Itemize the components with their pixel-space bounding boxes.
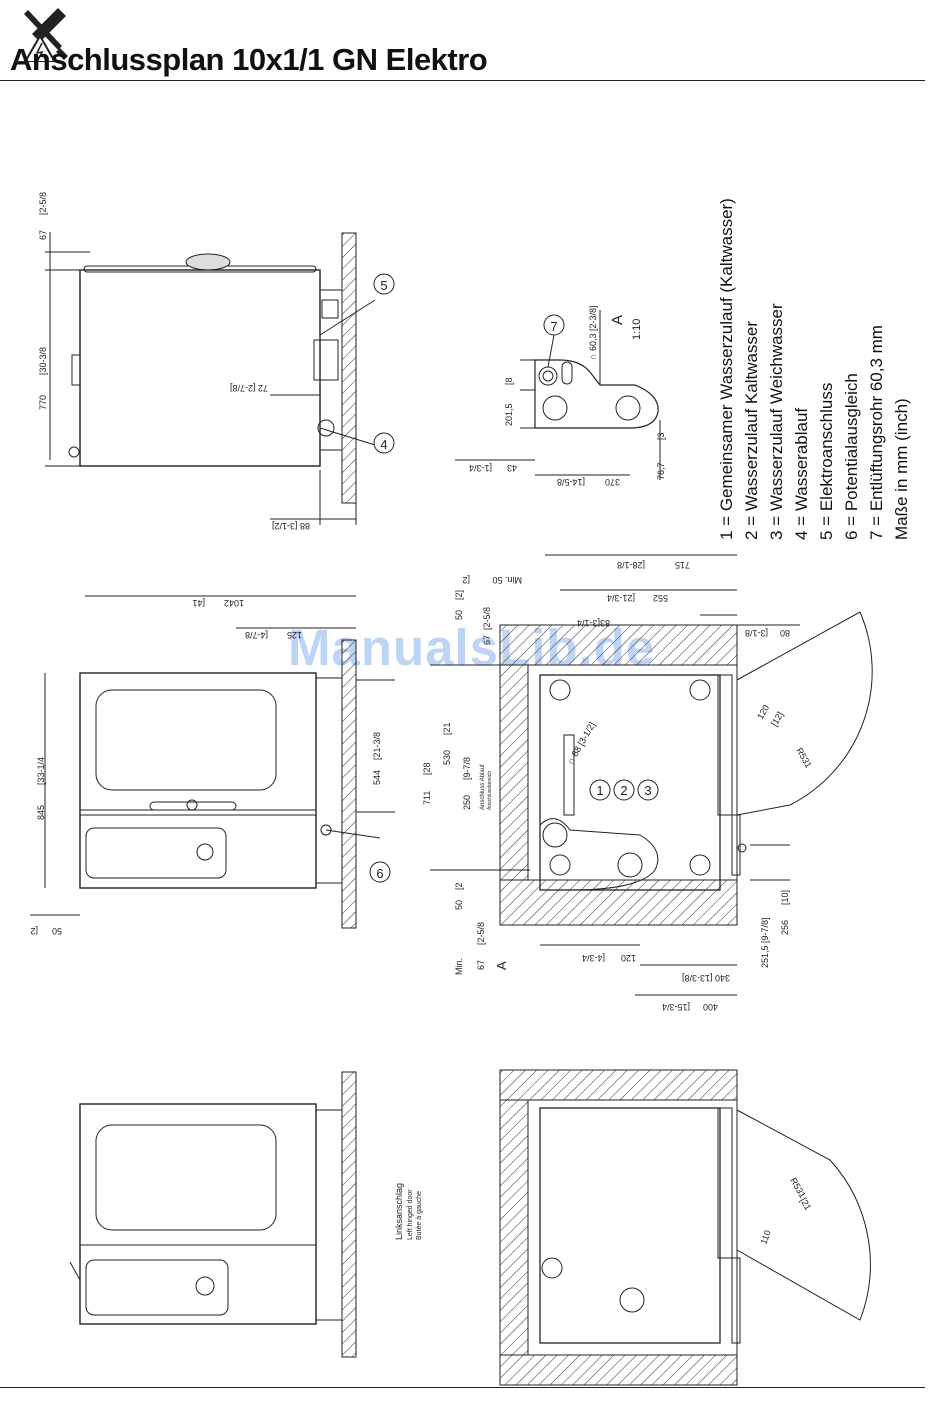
page-title: Anschlussplan 10x1/1 GN Elektro bbox=[10, 42, 488, 77]
dim-label: [9-7/8 bbox=[462, 757, 472, 780]
dim-label: 80 bbox=[780, 628, 790, 638]
dim-label: 340 [13-3/8] bbox=[682, 973, 730, 983]
dim-label: 250 bbox=[462, 795, 472, 810]
dim-label: [2-5/8 bbox=[482, 607, 492, 630]
callout-3-label: 3 bbox=[644, 783, 651, 798]
dim-label: 72 [2-7/8] bbox=[230, 383, 268, 393]
wrench-screwdriver-icon bbox=[20, 6, 70, 63]
callout-1-label: 1 bbox=[596, 783, 603, 798]
dim-label: 370 bbox=[605, 477, 620, 487]
front-view bbox=[30, 595, 395, 929]
dim-label: [8 bbox=[504, 377, 514, 385]
dim-label: [2 bbox=[462, 575, 470, 585]
left-hinge-label-fr: Butée à gauche bbox=[416, 1191, 423, 1240]
dim-label: [28-1/8 bbox=[617, 560, 645, 570]
dim-label: R531 bbox=[788, 1176, 807, 1200]
dim-label: 50 bbox=[52, 926, 62, 936]
dim-label: [2-5/8 bbox=[38, 192, 48, 215]
dim-label: [28 bbox=[422, 762, 432, 775]
dim-label: [4-3/4 bbox=[582, 953, 605, 963]
section-a-label: A bbox=[494, 961, 509, 970]
callout-6-label: 6 bbox=[376, 866, 383, 881]
detail-a-view bbox=[455, 310, 661, 480]
dim-label: [30-3/8 bbox=[38, 347, 48, 375]
callout-5-label: 5 bbox=[380, 278, 387, 293]
drain-label: Anschluss Ablauf bbox=[480, 764, 486, 810]
dim-label: 530 bbox=[442, 750, 452, 765]
dim-label: 251,5 [9-7/8] bbox=[760, 917, 770, 968]
callout-5 bbox=[373, 273, 395, 295]
dim-label: 552 bbox=[653, 593, 668, 603]
dim-label: R531 bbox=[794, 746, 813, 770]
dim-label: [12] bbox=[769, 710, 785, 728]
dim-label: [2-5/8 bbox=[476, 922, 486, 945]
dim-label: 76,7 bbox=[656, 462, 666, 480]
dim-label: 88 [3-1/2] bbox=[272, 521, 310, 531]
dim-label: [41 bbox=[192, 598, 205, 608]
dim-label: 715 bbox=[675, 560, 690, 570]
dim-label: 43 bbox=[507, 463, 517, 473]
dim-label: [4-7/8 bbox=[245, 630, 268, 640]
dim-label: [21 bbox=[442, 722, 452, 735]
dim-label: [2 bbox=[454, 882, 464, 890]
dim-label: 711 bbox=[422, 791, 432, 805]
dim-label: [3-1/4 bbox=[577, 618, 600, 628]
dim-label: [1-3/4 bbox=[469, 463, 492, 473]
dim-label: 110 bbox=[758, 1229, 772, 1246]
appliance-body bbox=[79, 269, 321, 467]
wall-hatch bbox=[341, 232, 357, 504]
dim-label: 50 bbox=[454, 610, 464, 620]
dim-label: Min. bbox=[454, 958, 464, 975]
dim-label: 120 bbox=[621, 953, 636, 963]
dim-label: [3 bbox=[656, 432, 666, 440]
dim-label: [14-5/8 bbox=[557, 477, 585, 487]
callout-1 bbox=[589, 779, 611, 801]
callout-2-label: 2 bbox=[620, 783, 627, 798]
side-view-top bbox=[45, 232, 395, 525]
left-hinge-label: Linksanschlag bbox=[394, 1183, 404, 1240]
dim-label: 83 bbox=[600, 618, 610, 628]
dim-label: [2 bbox=[30, 926, 38, 936]
callout-7-label: 7 bbox=[550, 319, 557, 334]
callout-2 bbox=[613, 779, 635, 801]
dim-label: [15-3/4 bbox=[662, 1002, 690, 1012]
dim-label: 400 bbox=[703, 1002, 718, 1012]
callout-4 bbox=[373, 432, 395, 454]
dim-label: [33-1/4 bbox=[36, 757, 46, 785]
drain-sublabel: Anschlussbereich bbox=[487, 771, 493, 810]
left-hinge-label-en: Left hinged door bbox=[407, 1189, 414, 1240]
dim-label: [2] bbox=[454, 590, 464, 600]
detail-a-scale: 1:10 bbox=[631, 319, 643, 340]
vent-cap bbox=[185, 253, 231, 271]
dim-label: 1042 bbox=[224, 598, 244, 608]
dim-label: 50 bbox=[454, 900, 464, 910]
dim-label: 544 bbox=[372, 770, 382, 785]
dim-label: ∩ 60,3 [2-3/8] bbox=[588, 305, 598, 360]
dim-label: 201,5 bbox=[504, 403, 514, 426]
callout-3 bbox=[637, 779, 659, 801]
dim-label: 125 bbox=[287, 630, 302, 640]
dim-label: 120 bbox=[755, 703, 771, 721]
dim-label: [21-3/4 bbox=[607, 593, 635, 603]
detail-a-label: A bbox=[609, 315, 626, 325]
callout-4-label: 4 bbox=[380, 437, 387, 452]
dim-label: Min. 50 bbox=[492, 575, 522, 585]
callout-6 bbox=[369, 861, 391, 883]
dim-label: 256 bbox=[780, 920, 790, 935]
dim-label: 67 bbox=[476, 960, 486, 970]
dim-label: 67 bbox=[38, 230, 48, 240]
dim-label: [21-3/8 bbox=[372, 732, 382, 760]
footer-rule bbox=[0, 1387, 925, 1388]
left-hinge-plan-view bbox=[499, 1069, 871, 1386]
dim-label: 845 bbox=[36, 805, 46, 820]
plan-view bbox=[430, 554, 873, 996]
dim-label: 770 bbox=[38, 395, 48, 410]
dim-label: [3-1/8 bbox=[745, 628, 768, 638]
dim-label: [10] bbox=[780, 890, 790, 905]
dim-label: 67 bbox=[482, 635, 492, 645]
left-hinge-front-view bbox=[69, 1071, 357, 1358]
header-rule bbox=[0, 80, 925, 81]
